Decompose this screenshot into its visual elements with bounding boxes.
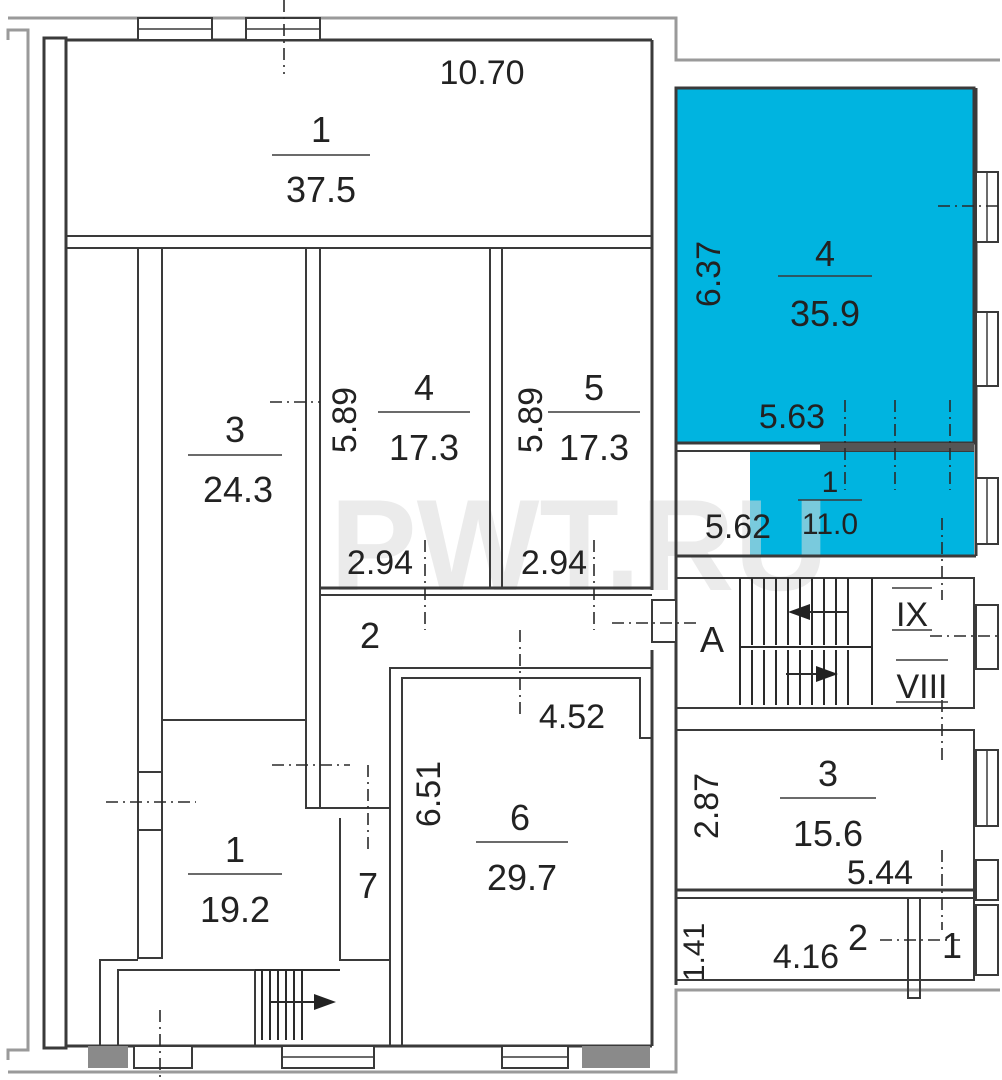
room-number: 2 [360,615,380,656]
annex-partition [820,443,974,451]
building-wall-left-block [42,36,68,1050]
wall-room6-inner [401,677,652,1046]
room-area: 11.0 [802,508,858,541]
stair-label-upper: IX [896,596,928,634]
dimension-label: 6.37 [690,241,728,307]
room-number: 3 [225,409,245,450]
dimension-label: 4.52 [539,698,605,736]
dimension-label: 2.87 [688,773,726,839]
wall-room1b-inner [117,969,256,1046]
dimension-label: 5.62 [705,508,771,546]
room-area: 35.9 [790,293,860,334]
stairs [255,578,873,1040]
wall-column-left [137,247,163,959]
stair-arrow-bottom [314,994,336,1010]
watermark: PWT.RU [330,472,828,618]
room-area: 37.5 [286,169,356,210]
window-bottom-3 [133,1045,193,1069]
dimension-label: 5.89 [512,387,550,453]
windows [88,17,999,1069]
window-right-4 [975,604,999,670]
dimension-label: 5.44 [847,854,913,892]
interior-walls [65,235,653,1046]
axis-lines [106,0,1002,1080]
room-number: 1 [225,829,245,870]
room3-right-box [675,729,975,981]
stair-labels: A IX VIII [700,587,948,706]
dimension-label: 2.94 [521,544,587,582]
room-labels: 1 37.5 3 24.3 4 17.3 5 17.3 2 6 29.7 7 1… [200,109,962,966]
wall-room3-right [305,247,321,809]
room-area: 24.3 [203,469,273,510]
dimension-label: 6.51 [410,761,448,827]
dimension-label: 5.63 [759,398,825,436]
dimension-labels: 10.70 6.37 5.63 5.62 5.89 5.89 2.94 2.94… [326,54,913,981]
room-number: 3 [818,753,838,794]
room-number: 1 [822,466,839,499]
room-number: 1 [311,109,331,150]
hatch-bottom-1 [88,1046,128,1068]
dimension-label: 2.94 [347,544,413,582]
wall-under-room-1 [65,235,653,249]
entrance-label: A [700,619,724,660]
dimension-label: 4.16 [773,938,839,976]
room-number: 2 [848,917,868,958]
wall-room7-inner [339,818,390,961]
wall-room1b [99,959,138,1046]
room-number: 6 [510,797,530,838]
room-number: 4 [414,367,434,408]
room-number: 5 [584,367,604,408]
door-entrance [651,599,677,643]
room-number: 1 [942,925,962,966]
outer-wall-bottom [8,988,1000,1074]
dimension-label: 5.89 [326,387,364,453]
room-number: 4 [815,233,835,274]
wall-room6 [389,667,652,1046]
window-left-col [137,771,163,831]
highlight-room-4 [676,88,974,443]
stair-upper-treads [739,578,873,705]
highlight-room-1 [750,451,974,555]
dimension-label: 1.41 [678,923,711,981]
room-area: 17.3 [559,427,629,468]
highlight-area [676,88,974,555]
stair-label-lower: VIII [896,668,947,706]
room-area: 15.6 [793,813,863,854]
stair-lower-treads [255,969,340,1040]
small-partition [907,897,921,999]
dimension-label: 10.70 [439,54,524,92]
stair-arrow-left [788,604,810,620]
room-area: 19.2 [200,889,270,930]
outer-wall-left [6,28,30,1060]
fraction-lines [188,154,876,875]
window-right-7 [975,904,999,976]
hatch-bottom-2 [582,1046,650,1068]
room-number: 7 [358,865,378,906]
room-area: 17.3 [389,427,459,468]
room-area: 29.7 [487,857,557,898]
outer-wall-top [8,16,1000,62]
stair-arrow-right [816,666,838,682]
window-right-6 [975,859,999,901]
